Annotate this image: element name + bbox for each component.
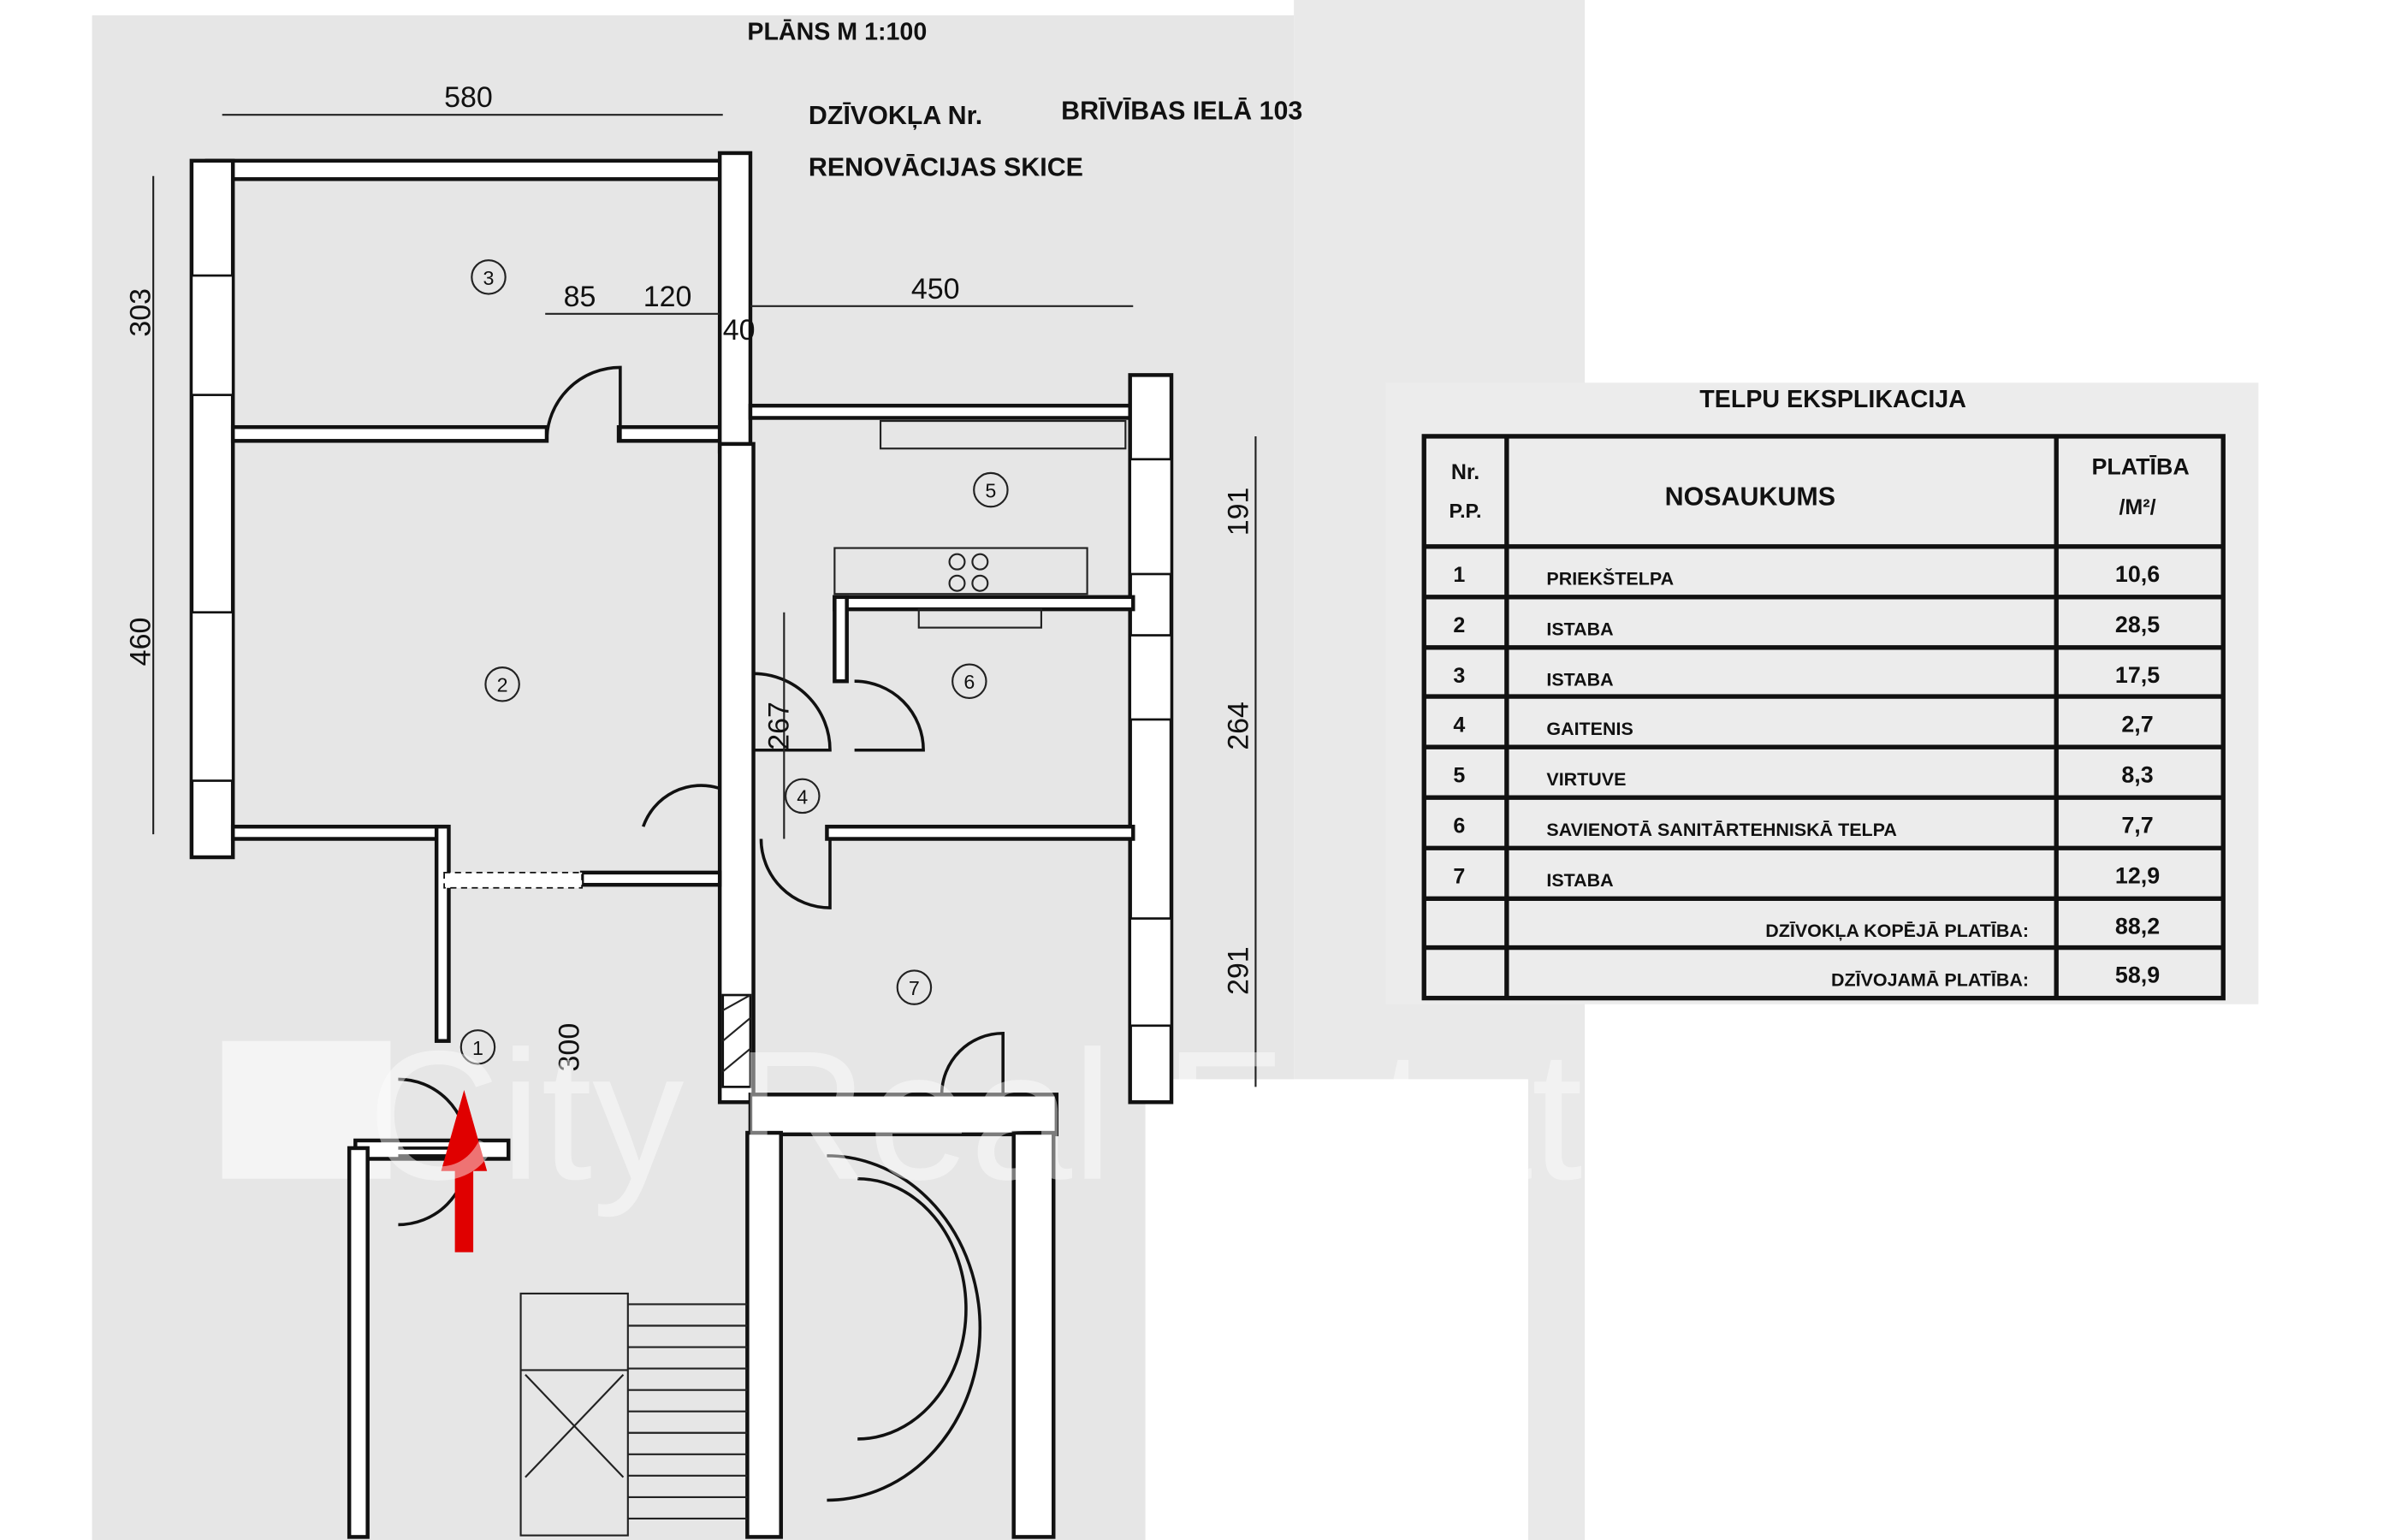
row-area: 8,3 (2121, 761, 2153, 787)
row-name: SAVIENOTĀ SANITĀRTEHNISKĀ TELPA (1546, 820, 1897, 840)
row-name: ISTABA (1546, 870, 1613, 891)
blank-patch (1145, 1079, 1528, 1540)
paper-background (92, 15, 1295, 1540)
plan-title: PLĀNS M 1:100 (747, 19, 927, 46)
total-area: 58,9 (2115, 962, 2160, 988)
stairs (519, 784, 982, 1537)
total-area: 88,2 (2115, 913, 2160, 939)
row-area: 28,5 (2115, 612, 2160, 637)
row-area: 2,7 (2121, 711, 2153, 737)
dimension-label: 450 (911, 273, 960, 305)
dimension-label: 40 (723, 314, 756, 346)
row-name: ISTABA (1546, 670, 1613, 690)
dimension-label: 191 (1222, 488, 1254, 536)
row-number: 2 (1453, 613, 1465, 637)
header-pp: P.P. (1449, 500, 1482, 522)
dimension-label: 264 (1222, 702, 1254, 750)
dimension-label: 460 (125, 618, 157, 666)
subtitle: RENOVĀCIJAS SKICE (809, 153, 1083, 182)
windows (190, 274, 1173, 1028)
row-number: 4 (1453, 713, 1465, 737)
row-number: 1 (1453, 563, 1465, 587)
row-area: 10,6 (2115, 561, 2160, 587)
row-area: 12,9 (2115, 862, 2160, 888)
room-marker-2: 2 (497, 674, 508, 696)
address: BRĪVĪBAS IELĀ 103 (1061, 97, 1302, 126)
total-label: DZĪVOJAMĀ PLATĪBA: (1831, 969, 2029, 990)
dimension-label: 300 (554, 1023, 586, 1072)
row-name: ISTABA (1546, 619, 1613, 640)
room-marker-5: 5 (985, 480, 996, 502)
dimension-label: 267 (763, 702, 796, 750)
explication-table: Nr. P.P. NOSAUKUMS PLATĪBA /M²/ 1 PRIEKŠT… (1421, 434, 2226, 1001)
room-marker-7: 7 (909, 977, 920, 999)
dimension-label: 303 (125, 288, 157, 337)
row-area: 7,7 (2121, 812, 2153, 838)
room-marker-4: 4 (797, 785, 808, 808)
watermark: City Real Estate (368, 1013, 1685, 1218)
row-number: 3 (1453, 664, 1465, 688)
row-name: PRIEKŠTELPA (1546, 567, 1674, 589)
row-area: 17,5 (2115, 662, 2160, 688)
header-area: PLATĪBA (2091, 454, 2189, 480)
dimension-label: 291 (1222, 946, 1254, 995)
apartment-label: DZĪVOKĻA Nr. (809, 101, 982, 130)
header-name: NOSAUKUMS (1665, 482, 1835, 511)
dimension-lines (152, 114, 1257, 1087)
dimension-label: 580 (444, 81, 493, 114)
row-name: GAITENIS (1546, 719, 1633, 739)
kitchen-fixtures (833, 419, 1127, 629)
room-marker-6: 6 (963, 671, 975, 693)
table-title: TELPU EKSPLIKACIJA (1699, 386, 1966, 413)
row-name: VIRTUVE (1546, 769, 1626, 790)
row-number: 7 (1453, 864, 1465, 888)
total-label: DZĪVOKĻA KOPĒJĀ PLATĪBA: (1765, 921, 2029, 941)
row-number: 6 (1453, 814, 1465, 838)
room-markers: 1 2 3 4 5 6 7 (459, 259, 1009, 1065)
dimension-label: 85 (564, 281, 596, 313)
room-marker-1: 1 (472, 1037, 483, 1059)
row-number: 5 (1453, 763, 1465, 787)
entrance-arrow-icon (441, 1089, 488, 1253)
room-marker-3: 3 (483, 267, 495, 289)
header-nr: Nr. (1451, 460, 1479, 484)
dimension-label: 120 (643, 281, 692, 313)
header-unit: /M²/ (2119, 495, 2155, 519)
